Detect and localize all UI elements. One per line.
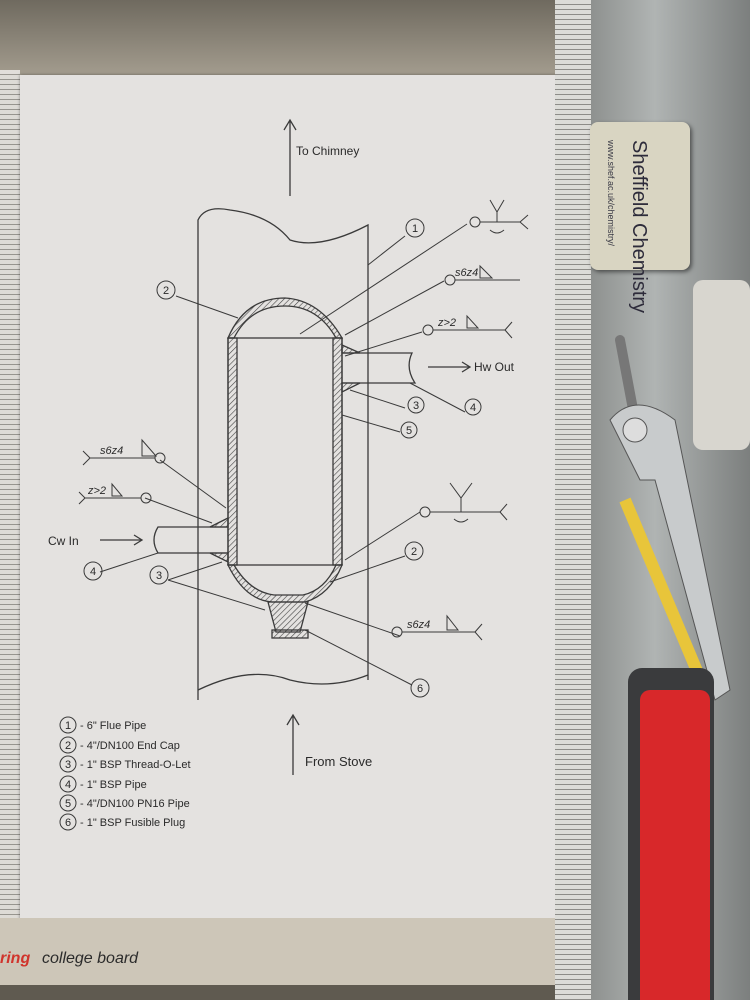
callout-6: 6 bbox=[417, 683, 423, 695]
legend-num: 1 bbox=[65, 720, 71, 732]
brand-text: college board bbox=[42, 950, 139, 967]
from-stove-label: From Stove bbox=[305, 754, 372, 769]
eraser-title: Sheffield Chemistry bbox=[628, 140, 650, 314]
weld-label: z>2 bbox=[87, 485, 106, 497]
bottom-end-cap bbox=[226, 564, 343, 603]
to-chimney-label: To Chimney bbox=[296, 144, 359, 158]
flow-arrows bbox=[100, 118, 472, 775]
heat-exchanger-sketch: 1 2 3 4 5 2 4 3 6 s6z4 z>2 s6z4 z>2 s6z4… bbox=[48, 118, 529, 831]
weld-label: z>2 bbox=[437, 317, 456, 329]
legend-item: - 6" Flue Pipe bbox=[80, 720, 146, 732]
weld-label: s6z4 bbox=[407, 619, 430, 631]
legend-item: - 1" BSP Fusible Plug bbox=[80, 817, 185, 829]
legend-item: - 4"/DN100 End Cap bbox=[80, 740, 180, 752]
callout-1: 1 bbox=[412, 223, 418, 235]
brand-logo: ring bbox=[0, 950, 31, 967]
vertical-ruler bbox=[555, 0, 591, 1000]
cw-in-pipe bbox=[153, 526, 228, 554]
legend-num: 6 bbox=[65, 817, 71, 829]
legend-num: 5 bbox=[65, 798, 71, 810]
hw-out-pipe bbox=[342, 352, 417, 384]
callout-3: 3 bbox=[413, 400, 419, 412]
weld-label: s6z4 bbox=[455, 267, 478, 279]
legend-item: - 4"/DN100 PN16 Pipe bbox=[80, 798, 190, 810]
flue-pipe bbox=[197, 208, 369, 700]
callout-2: 2 bbox=[163, 285, 169, 297]
legend-item: - 1" BSP Pipe bbox=[80, 779, 147, 791]
weld-symbols bbox=[78, 199, 529, 641]
legend: 1 - 6" Flue Pipe 2 - 4"/DN100 End Cap 3 … bbox=[65, 720, 191, 829]
board-bottom-shadow bbox=[0, 985, 565, 1000]
legend-num: 2 bbox=[65, 740, 71, 752]
eraser-url: www.shef.ac.uk/chemistry/ bbox=[606, 140, 616, 247]
legend-num: 4 bbox=[65, 779, 71, 791]
left-ruler bbox=[0, 70, 20, 920]
callout-5: 5 bbox=[406, 425, 412, 437]
legend-num: 3 bbox=[65, 759, 71, 771]
hw-out-label: Hw Out bbox=[474, 360, 515, 374]
leader-lines bbox=[99, 223, 468, 686]
second-eraser bbox=[693, 280, 750, 450]
cw-in-label: Cw In bbox=[48, 534, 79, 548]
callout-3b: 3 bbox=[156, 570, 162, 582]
drawing-board-edge bbox=[0, 918, 565, 988]
callout-2b: 2 bbox=[411, 546, 417, 558]
compass-icon bbox=[609, 335, 731, 701]
callout-4b: 4 bbox=[90, 566, 96, 578]
weld-label: s6z4 bbox=[100, 445, 123, 457]
fusible-plug bbox=[267, 601, 309, 633]
utility-knife-handle bbox=[640, 690, 710, 1000]
callout-4: 4 bbox=[470, 402, 476, 414]
drawing-board-top bbox=[0, 0, 560, 75]
legend-item: - 1" BSP Thread-O-Let bbox=[80, 759, 191, 771]
vessel-pipe bbox=[227, 337, 343, 566]
eraser bbox=[590, 122, 690, 270]
